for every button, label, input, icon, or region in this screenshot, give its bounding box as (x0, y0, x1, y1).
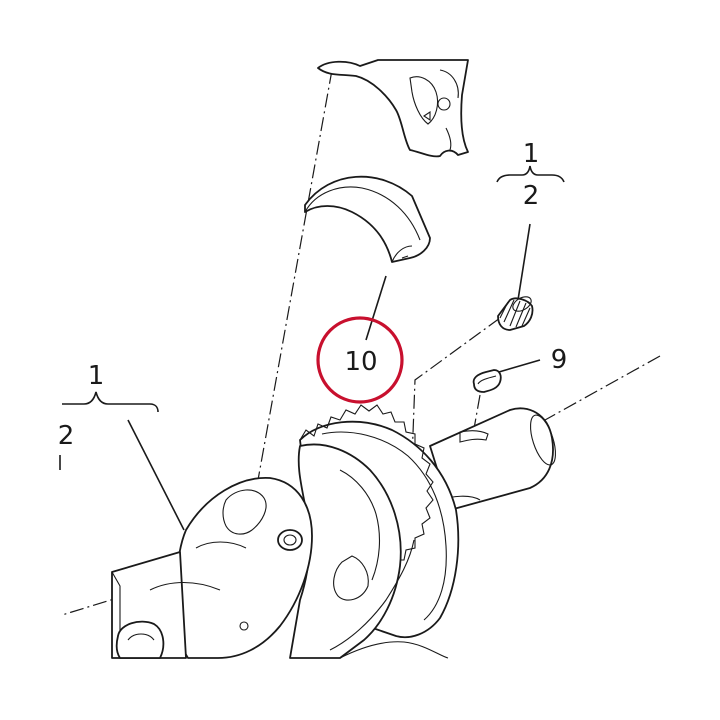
callout-label-2-top: 2 (523, 181, 540, 211)
callout-label-9: 9 (551, 345, 568, 375)
plug-icon (497, 296, 534, 331)
plug-axis-line (411, 317, 501, 461)
connecting-rod-icon (317, 59, 469, 158)
shaft-axis-line-right (544, 355, 661, 421)
key-icon (472, 369, 502, 393)
vertical-axis-line (257, 69, 333, 481)
bracket-left (62, 391, 159, 413)
bracket-top (496, 165, 565, 183)
bearing-shell-icon (304, 175, 431, 263)
callout-label-1-left: 1 (88, 361, 105, 391)
callout-label-10: 10 (344, 347, 377, 377)
shaft-axis-line-left (61, 544, 291, 616)
callout-label-1-top: 1 (523, 139, 540, 169)
leader-line-10 (365, 275, 387, 341)
leader-line-9 (491, 359, 541, 375)
crankshaft-icon (111, 404, 557, 659)
highlight-circle (316, 316, 404, 404)
leader-line-2-top (517, 223, 531, 301)
callout-label-2-left: 2 (58, 421, 75, 451)
key-axis-line (471, 394, 481, 441)
leader-line-1-left (127, 419, 185, 531)
